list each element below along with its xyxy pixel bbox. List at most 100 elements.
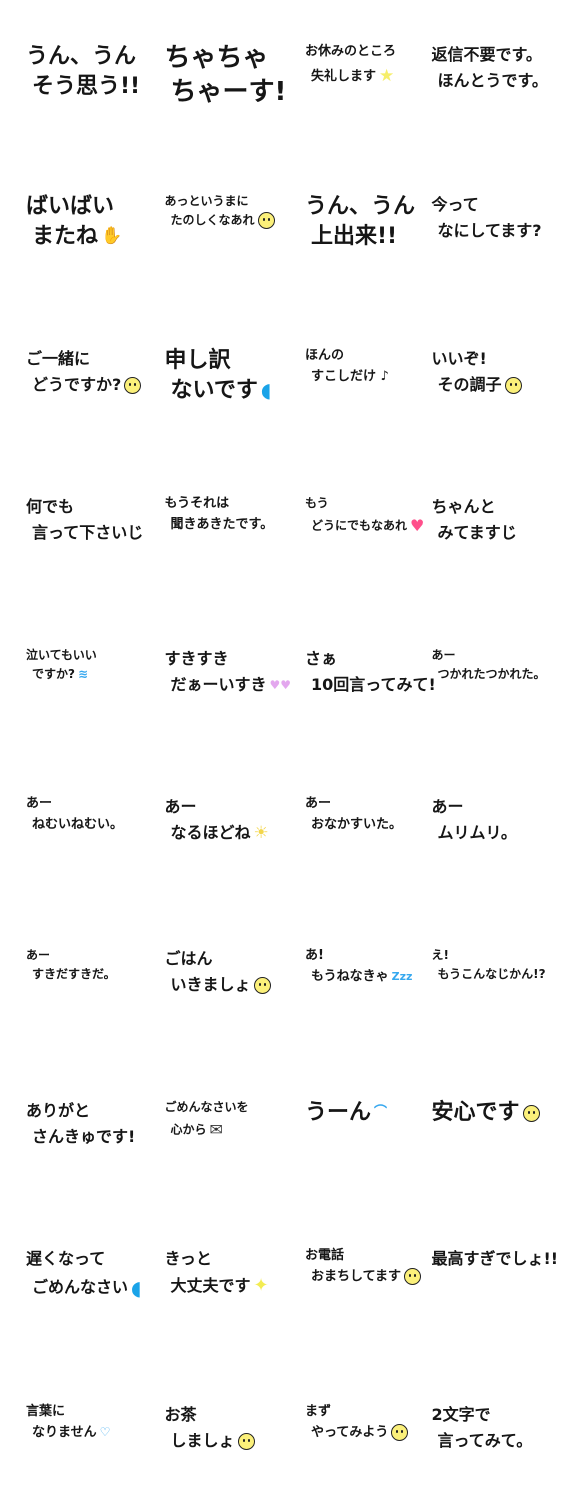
sticker-line: あー bbox=[164, 797, 197, 816]
bulb-icon: ☀ bbox=[253, 822, 269, 843]
sticker-line: 大丈夫です✦ bbox=[171, 1272, 283, 1301]
sticker-line: うーん⌒ bbox=[305, 1098, 423, 1128]
sticker-cell[interactable]: お茶しましょ bbox=[141, 1350, 282, 1500]
sticker-cell[interactable]: うん、うん上出来!! bbox=[281, 150, 422, 300]
sticker-cell[interactable]: ちゃちゃちゃーす! bbox=[141, 0, 287, 150]
smiley-icon bbox=[522, 1104, 540, 1122]
sticker-cell[interactable]: いいぞ!その調子 bbox=[422, 300, 562, 450]
sticker-text: ちゃちゃちゃーす! bbox=[164, 42, 287, 110]
sticker-cell[interactable]: 2文字で言ってみて。 bbox=[422, 1350, 562, 1500]
sticker-text: え! もうこんなじかん!? bbox=[432, 946, 550, 984]
sticker-cell[interactable]: あーなるほどね☀ bbox=[141, 750, 282, 900]
sticker-cell[interactable]: あっというまにたのしくなあれ bbox=[141, 150, 282, 300]
sticker-line: ちゃちゃ bbox=[164, 43, 269, 73]
sticker-cell[interactable]: ごめんなさいを心から✉ bbox=[141, 1050, 282, 1200]
sticker-line: 返信不要です。 bbox=[431, 45, 542, 64]
sticker-line: ちゃーす! bbox=[170, 76, 287, 107]
sticker-line-text: いきましょ bbox=[170, 974, 251, 994]
sticker-text: うん、うん上出来!! bbox=[305, 192, 423, 251]
sticker-cell[interactable]: すきすきだぁーいすき♥♥ bbox=[141, 600, 292, 750]
sticker-line: もうこんなじかん!? bbox=[437, 967, 546, 982]
sticker-cell[interactable]: ごはんいきましょ bbox=[141, 900, 282, 1050]
sticker-cell[interactable]: ご一緒にどうですか? bbox=[0, 300, 142, 450]
sticker-cell[interactable]: ありがとさんきゅです! bbox=[0, 1050, 141, 1200]
sticker-text: ごめんなさいを心から✉ bbox=[165, 1098, 283, 1143]
mail-icon: ✉ bbox=[209, 1120, 223, 1140]
sticker-line: きっと bbox=[164, 1249, 212, 1268]
sticker-line: ご一緒に bbox=[26, 349, 91, 368]
sticker-text: 今ってなにしてます? bbox=[432, 192, 550, 243]
sticker-cell[interactable]: もうどうにでもなあれ♥ bbox=[281, 450, 425, 600]
sticker-line: 聞きあきたです。 bbox=[170, 516, 274, 532]
sticker-line: さんきゅです! bbox=[32, 1126, 136, 1146]
sticker-cell[interactable]: うん、うんそう思う!! bbox=[0, 0, 141, 150]
sticker-line-text: しましょ bbox=[170, 1430, 235, 1450]
sticker-line: 言って下さいじ bbox=[32, 522, 144, 542]
sticker-line: すこしだけ ♪ bbox=[311, 368, 389, 384]
sticker-line-text: 心から bbox=[170, 1122, 207, 1137]
smiley-icon bbox=[237, 1432, 255, 1450]
sticker-cell[interactable]: 今ってなにしてます? bbox=[422, 150, 562, 300]
sticker-cell[interactable]: ほんのすこしだけ ♪ bbox=[281, 300, 422, 450]
sticker-cell[interactable]: 最高すぎでしょ!! bbox=[422, 1200, 562, 1350]
sticker-line-text: うーん bbox=[305, 1100, 372, 1125]
sweat-icon: ≋ bbox=[77, 667, 89, 682]
sticker-text: 何でも言って下さいじ bbox=[26, 494, 144, 545]
sticker-text: ほんのすこしだけ ♪ bbox=[305, 346, 423, 388]
sticker-cell[interactable]: まずやってみよう bbox=[281, 1350, 422, 1500]
zzz-icon: Zzz bbox=[391, 969, 413, 983]
sticker-line: なるほどね☀ bbox=[171, 820, 283, 847]
sticker-line: 10回言ってみて! bbox=[311, 674, 436, 694]
sticker-cell[interactable]: え! もうこんなじかん!? bbox=[422, 900, 562, 1050]
sticker-line: うん、うん bbox=[305, 194, 416, 219]
sticker-cell[interactable]: 返信不要です。ほんとうです。 bbox=[422, 0, 562, 150]
sticker-cell[interactable]: 何でも言って下さいじ bbox=[0, 450, 144, 600]
sticker-text: 泣いてもいいですか?≋ bbox=[26, 646, 144, 684]
sticker-line: しましょ bbox=[171, 1428, 283, 1454]
sticker-line: うん、うん bbox=[26, 44, 137, 69]
sticker-line: すきだすきだ。 bbox=[32, 967, 116, 982]
sticker-line: 言葉に bbox=[26, 1404, 66, 1419]
sticker-text: 申し訳ないです◖ bbox=[165, 346, 283, 405]
sticker-line: え! bbox=[431, 948, 449, 962]
sticker-text: もうそれは聞きあきたです。 bbox=[165, 494, 283, 536]
sticker-cell[interactable]: あーおなかすいた。 bbox=[281, 750, 422, 900]
sticker-line: いきましょ bbox=[171, 972, 283, 998]
heart-icon: ♥ bbox=[410, 516, 425, 536]
sticker-line: だぁーいすき♥♥ bbox=[171, 672, 292, 698]
sticker-cell[interactable]: うーん⌒ bbox=[281, 1050, 422, 1200]
sticker-cell[interactable]: ばいばいまたね✋ bbox=[0, 150, 141, 300]
sticker-cell[interactable]: きっと大丈夫です✦ bbox=[141, 1200, 282, 1350]
sticker-line: 遅くなって bbox=[26, 1249, 106, 1268]
sticker-cell[interactable]: あーつかれたつかれた。 bbox=[422, 600, 562, 750]
sticker-cell[interactable]: 申し訳ないです◖ bbox=[141, 300, 282, 450]
sticker-line: 失礼します★ bbox=[311, 63, 423, 90]
sticker-line: ですか?≋ bbox=[32, 665, 144, 684]
sticker-cell[interactable]: お電話おまちしてます bbox=[281, 1200, 422, 1350]
sticker-text: うーん⌒ bbox=[305, 1098, 423, 1128]
sticker-text: 返信不要です。ほんとうです。 bbox=[432, 42, 550, 93]
sticker-text: きっと大丈夫です✦ bbox=[165, 1246, 283, 1300]
sticker-cell[interactable]: 遅くなってごめんなさい◖ bbox=[0, 1200, 142, 1350]
sticker-cell[interactable]: あーすきだすきだ。 bbox=[0, 900, 141, 1050]
sticker-cell[interactable]: あームリムリ。 bbox=[422, 750, 562, 900]
sticker-text: ちゃんとみてますじ bbox=[432, 494, 550, 545]
sticker-line-text: もうねなきゃ bbox=[311, 968, 389, 984]
sticker-cell[interactable]: もうそれは聞きあきたです。 bbox=[141, 450, 282, 600]
sticker-line: まず bbox=[305, 1404, 332, 1419]
sticker-text: あーすきだすきだ。 bbox=[26, 946, 144, 984]
sticker-line: 今って bbox=[431, 195, 479, 214]
sticker-cell[interactable]: 泣いてもいいですか?≋ bbox=[0, 600, 141, 750]
sticker-line: お休みのところ bbox=[305, 44, 397, 59]
sticker-cell[interactable]: 言葉になりません♡ bbox=[0, 1350, 141, 1500]
sticker-cell[interactable]: あーねむいねむい。 bbox=[0, 750, 141, 900]
sticker-cell[interactable]: お休みのところ失礼します★ bbox=[281, 0, 422, 150]
sticker-text: お電話おまちしてます bbox=[305, 1246, 423, 1288]
sticker-text: 2文字で言ってみて。 bbox=[432, 1402, 550, 1453]
sticker-cell[interactable]: ちゃんとみてますじ bbox=[422, 450, 562, 600]
sticker-cell[interactable]: 安心です bbox=[422, 1050, 562, 1200]
